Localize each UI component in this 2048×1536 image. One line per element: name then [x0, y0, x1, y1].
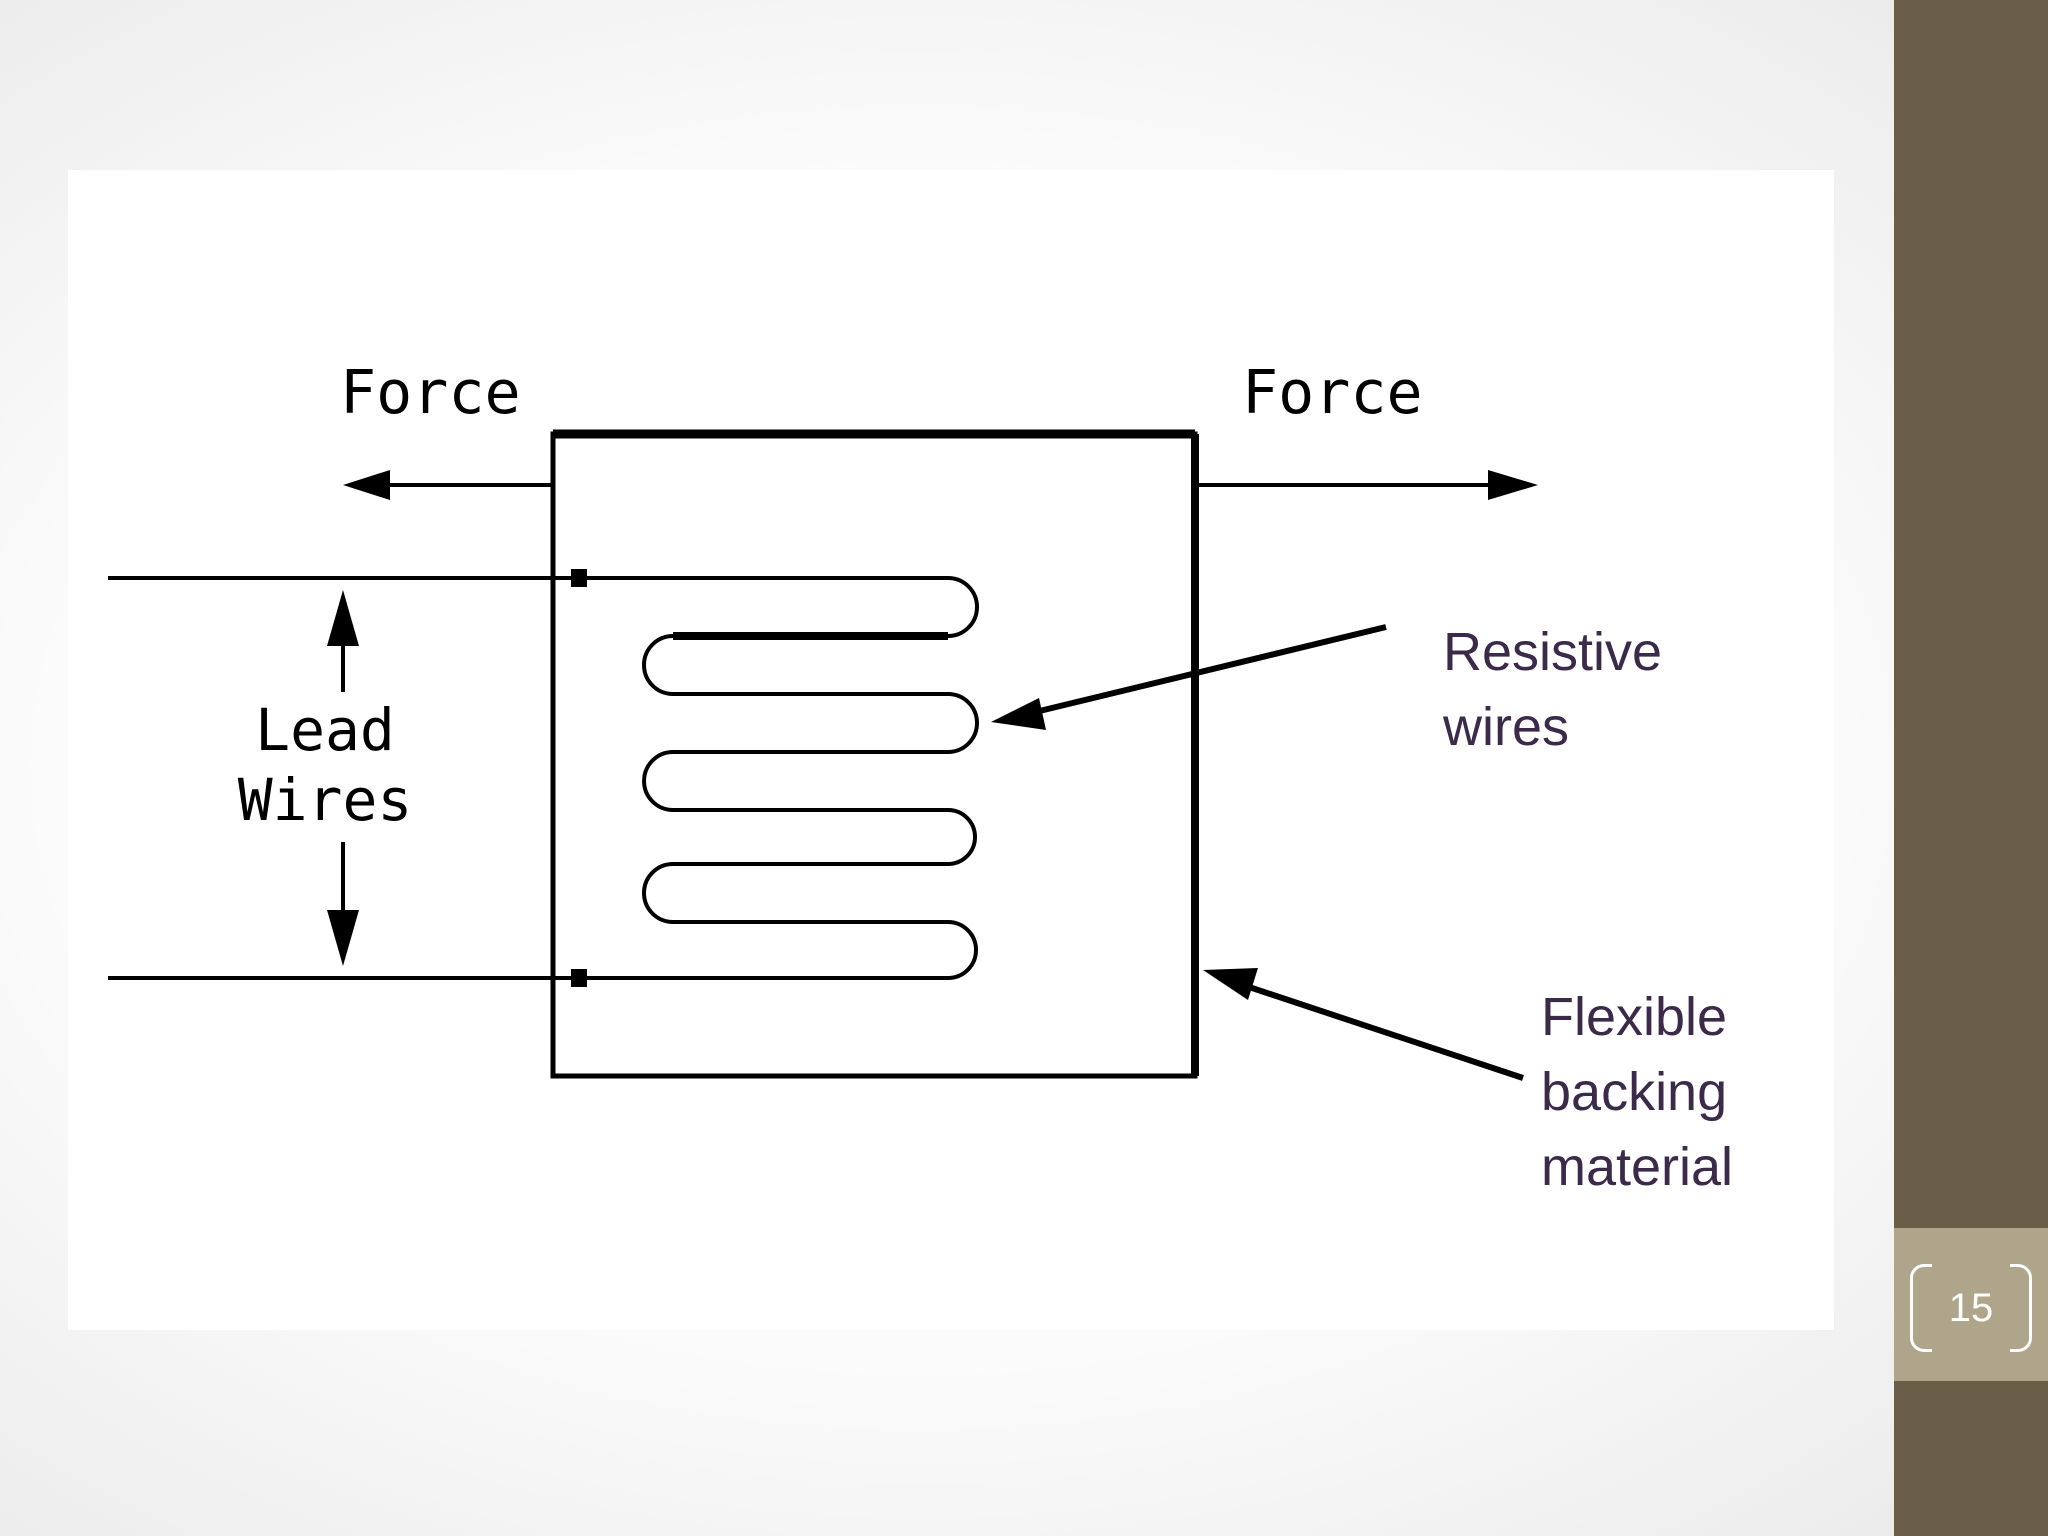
lead-wires-down-arrowhead: [327, 910, 359, 966]
lead-wire-bottom-terminal: [571, 969, 587, 987]
page-number: 15: [1948, 1286, 1994, 1330]
left-bracket-icon: [1910, 1264, 1932, 1352]
flexible-backing-label-line-2: backing: [1541, 1062, 1727, 1122]
force-left-label: Force: [340, 358, 521, 428]
lead-wires-up-arrowhead: [327, 590, 359, 646]
lead-wire-top-terminal: [571, 569, 587, 587]
flexible-backing-label-line-3: material: [1541, 1137, 1733, 1197]
flexible-backing-label-line-1: Flexible: [1541, 987, 1727, 1047]
force-left-arrowhead: [343, 470, 390, 500]
page-number-tab: 15: [1894, 1228, 2048, 1381]
strain-gauge-diagram: Force Force Lead Wires Resistive wires F…: [68, 170, 1834, 1330]
strain-gauge-svg: Force Force Lead Wires Resistive wires F…: [108, 358, 1733, 1197]
lead-wires-label-line-2: Wires: [238, 766, 413, 834]
resistive-wires-label-line-1: Resistive: [1443, 622, 1662, 682]
right-bracket-icon: [2010, 1264, 2032, 1352]
resistive-wires-label-line-2: wires: [1442, 697, 1569, 757]
flexible-backing-callout-arrowhead: [1203, 968, 1258, 1000]
resistive-wires-callout-arrowhead: [991, 698, 1046, 730]
lead-wires-label-line-1: Lead: [255, 696, 395, 764]
force-right-arrowhead: [1488, 470, 1538, 500]
resistive-wires-callout-line: [1022, 624, 1387, 718]
flexible-backing-callout-line: [1242, 982, 1524, 1081]
resistive-wire-grid: [580, 576, 979, 980]
force-right-label: Force: [1242, 358, 1423, 428]
